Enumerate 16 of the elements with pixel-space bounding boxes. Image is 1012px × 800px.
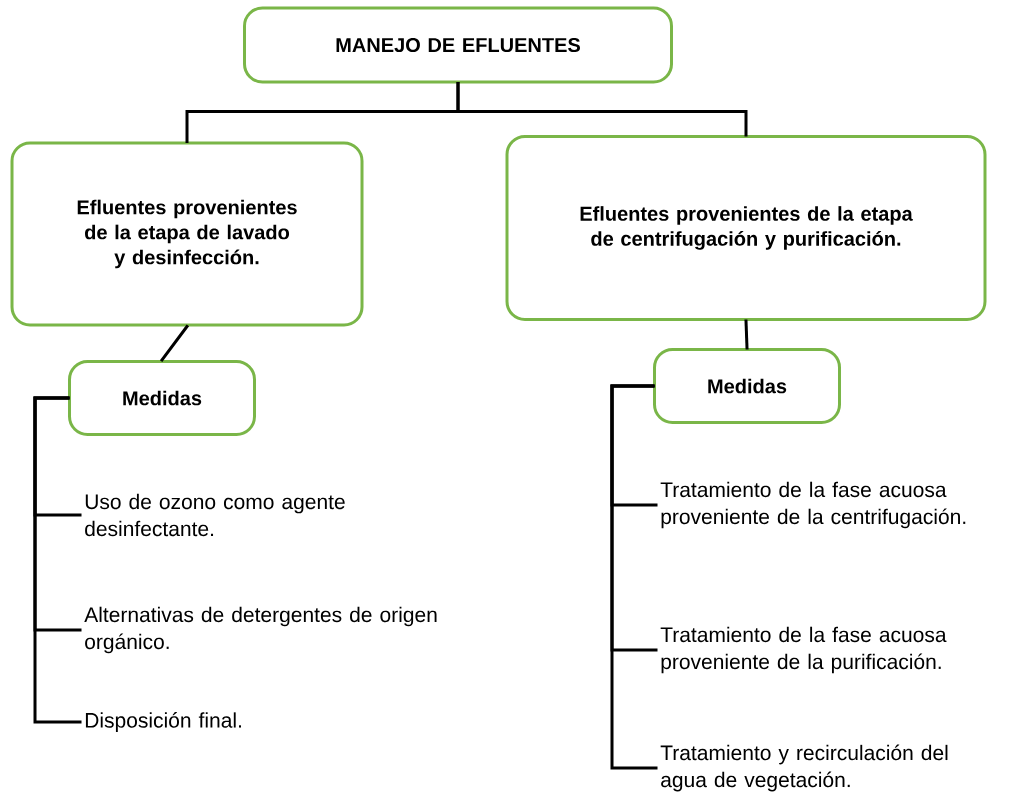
measure-text: Tratamiento de la fase acuosa proveniente de la purificación. bbox=[660, 626, 947, 674]
connector-line bbox=[610, 384, 658, 770]
measure-text: Tratamiento y recirculación del agua de vegetación. bbox=[660, 744, 948, 792]
connector-line bbox=[744, 319, 749, 350]
measure-text: Alternativas de detergentes de origen orgánico. bbox=[84, 606, 437, 654]
measure-text: Uso de ozono como agente desinfectante. bbox=[85, 493, 345, 537]
connector-line bbox=[456, 82, 748, 137]
title-box: Medidas bbox=[68, 360, 256, 436]
connector-line bbox=[33, 396, 82, 724]
measure-text: Disposición final. bbox=[85, 712, 241, 732]
connector-line bbox=[160, 325, 189, 362]
measure-text: Tratamiento de la fase acuosa proveniente de la centrifugación. bbox=[660, 481, 966, 529]
title-box: MANEJO DE EFLUENTES bbox=[243, 6, 673, 84]
title-box: Efluentes provenientes de la etapa de lavado y desinfección. bbox=[10, 141, 364, 327]
title-box: Medidas bbox=[653, 348, 841, 424]
title-box: Efluentes provenientes de la etapa de centrifugación y purificación. bbox=[505, 135, 987, 321]
